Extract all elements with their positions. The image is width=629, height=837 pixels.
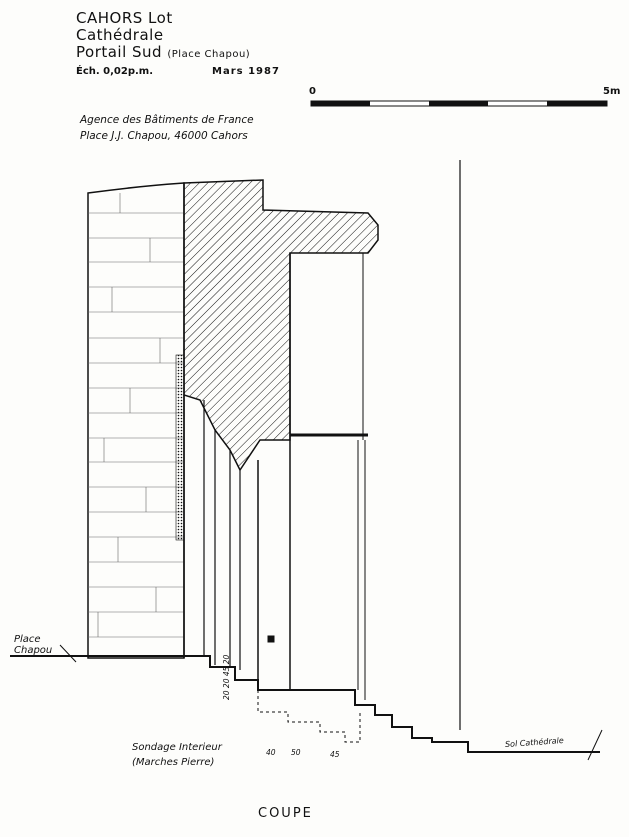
scale-bar [310,100,608,107]
masonry-wall [87,182,185,659]
building-text: Cathédrale [76,26,164,44]
date-text: Mars 1987 [212,66,280,77]
ground-profile [10,644,603,761]
scale-bar-start-label: 0 [309,86,316,97]
sondage-line1: Sondage Interieur [132,742,222,753]
title-block: CAHORS Lot Cathédrale Portail Sud (Place… [76,10,250,63]
sondage-outline [257,690,361,743]
agency-line1: Agence des Bâtiments de France [80,114,254,126]
dim-45: 45 [330,750,340,759]
place-line2: Chapou [14,645,53,656]
sondage-label: Sondage Interieur (Marches Pierre) [132,740,222,770]
portal-text: Portail Sud [76,43,163,61]
dim-50: 50 [291,748,301,757]
city-text: CAHORS [76,9,143,27]
portal-hatched-section [183,179,379,472]
dim-40: 40 [266,748,276,757]
place-note: (Place Chapou) [167,49,251,60]
scale-text: Éch. 0,02p.m. [76,66,154,77]
sondage-line2: (Marches Pierre) [132,757,215,768]
portal-jambs [183,253,368,700]
place-line1: Place [14,634,41,645]
dim-vertical: 20 20 45 20 [222,654,231,700]
agency-line2: Place J.J. Chapou, 46000 Cahors [80,130,248,142]
department-text: Lot [148,9,173,27]
caption: COUPE [258,806,313,821]
place-chapou-label: Place Chapou [14,634,52,656]
scale-bar-end-label: 5m [603,86,621,97]
agency-block: Agence des Bâtiments de France Place J.J… [80,112,254,144]
